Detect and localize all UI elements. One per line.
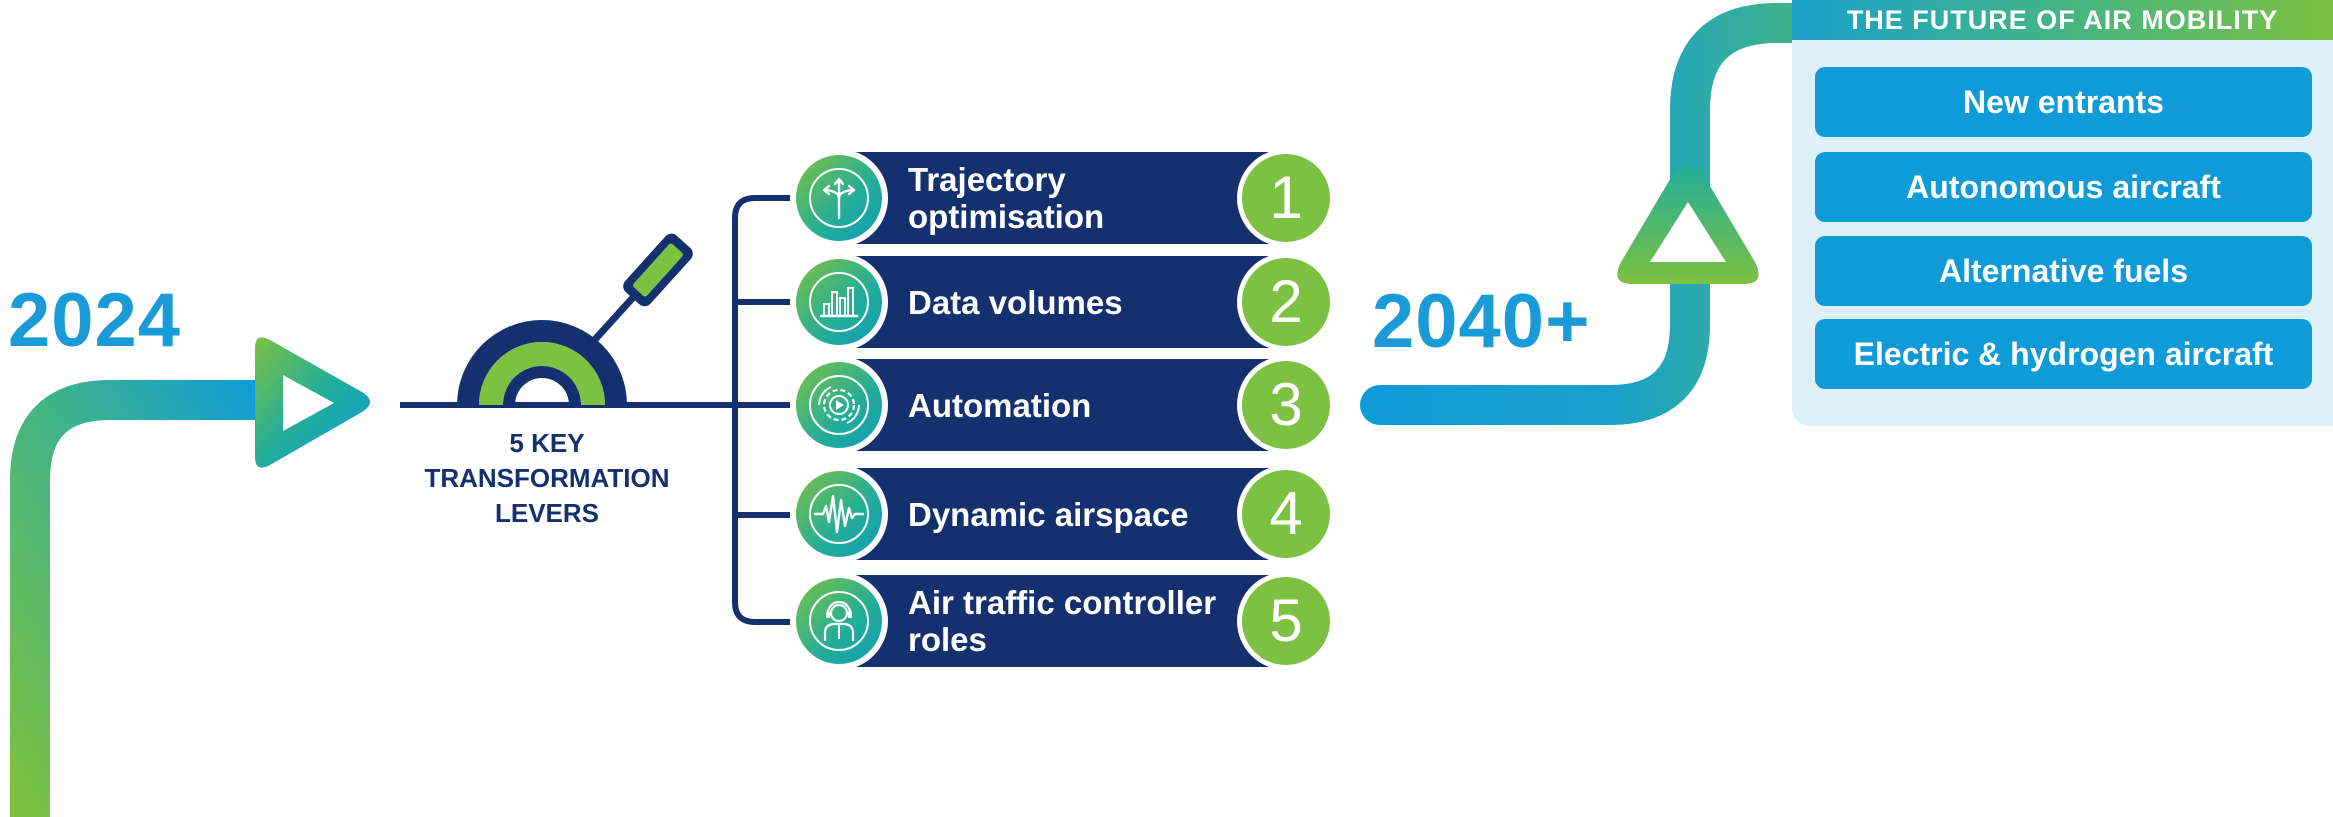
future-item-new-entrants: New entrants — [1815, 67, 2312, 137]
lever-label: Air traffic controller roles — [908, 584, 1217, 658]
gauge-lever-stick — [587, 289, 641, 348]
lever-item-2: Data volumes 2 — [790, 253, 1335, 351]
lever-icon-badge — [790, 149, 888, 247]
future-item-alternative-fuels: Alternative fuels — [1815, 236, 2312, 306]
lever-item-3: Automation 3 — [790, 356, 1335, 454]
up-marker-inner — [1650, 202, 1726, 262]
lever-icon-badge — [790, 356, 888, 454]
gear-play-icon — [809, 375, 869, 435]
gauge-green-arc — [479, 342, 605, 405]
lever-number: 4 — [1242, 470, 1330, 558]
controller-headset-icon — [809, 591, 869, 651]
lever-icon-badge — [790, 253, 888, 351]
lever-bar — [830, 468, 1290, 560]
gauge-lever-handle — [623, 233, 693, 307]
arrows-split-icon — [809, 168, 869, 228]
gauge-inner-arc — [503, 366, 581, 405]
lever-label: Trajectory optimisation — [908, 161, 1105, 235]
start-year: 2024 — [8, 278, 182, 363]
lever-item-1: Trajectory optimisation 1 — [790, 149, 1335, 247]
lever-label: Dynamic airspace — [908, 495, 1189, 533]
lever-number-badge: 2 — [1237, 253, 1335, 351]
lever-item-5: Air traffic controller roles 5 — [790, 572, 1335, 670]
end-year: 2040+ — [1372, 279, 1591, 364]
lever-icon-badge — [790, 465, 888, 563]
play-marker-inner — [283, 375, 334, 431]
waveform-icon — [809, 484, 869, 544]
future-title: THE FUTURE OF AIR MOBILITY — [1792, 0, 2333, 40]
left-timeline-road — [10, 380, 270, 817]
lever-label: Automation — [908, 386, 1092, 424]
lever-bar — [830, 256, 1290, 348]
lever-number-badge: 3 — [1237, 356, 1335, 454]
future-item-autonomous-aircraft: Autonomous aircraft — [1815, 152, 2312, 222]
lever-bar — [830, 152, 1290, 244]
future-item-electric-hydrogen: Electric & hydrogen aircraft — [1815, 319, 2312, 389]
lever-number-badge: 5 — [1237, 572, 1335, 670]
lever-bracket — [732, 195, 790, 625]
lever-item-4: Dynamic airspace 4 — [790, 465, 1335, 563]
bar-chart-icon — [809, 272, 869, 332]
lever-number: 3 — [1242, 361, 1330, 449]
lever-bar — [830, 359, 1290, 451]
lever-icon-badge — [790, 572, 888, 670]
gauge-navy-arc — [457, 320, 627, 405]
lever-number: 1 — [1242, 154, 1330, 242]
lever-label: Data volumes — [908, 283, 1123, 321]
lever-number-badge: 1 — [1237, 149, 1335, 247]
levers-caption: 5 KEY TRANSFORMATION LEVERS — [424, 428, 670, 528]
lever-number: 5 — [1242, 577, 1330, 665]
lever-number-badge: 4 — [1237, 465, 1335, 563]
lever-bar — [830, 575, 1290, 667]
lever-number: 2 — [1242, 258, 1330, 346]
